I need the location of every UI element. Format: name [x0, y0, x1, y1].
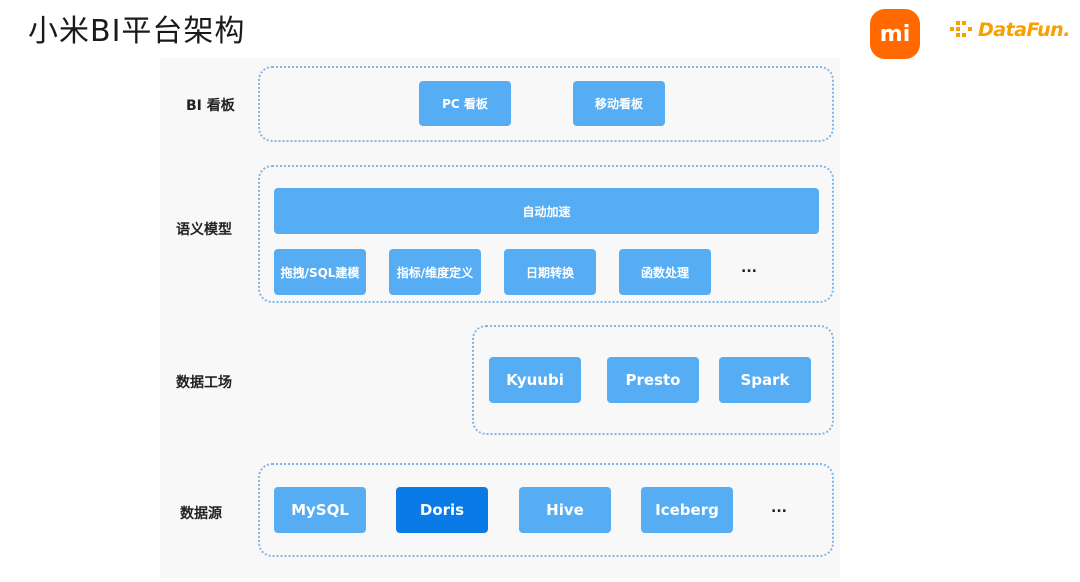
factory-item-kyuubi: Kyuubi	[489, 357, 581, 403]
layer-label-source: 数据源	[180, 506, 222, 522]
factory-item-spark: Spark	[719, 357, 811, 403]
layer-label-factory: 数据工场	[176, 375, 232, 391]
factory-layer-group	[472, 325, 834, 435]
datafun-logo: DataFun.	[950, 14, 1075, 46]
semantic-item-function: 函数处理	[619, 249, 711, 295]
xiaomi-logo-text: mi	[879, 21, 911, 47]
bi-item-pc: PC 看板	[419, 81, 511, 126]
semantic-item-metric-dimension: 指标/维度定义	[389, 249, 481, 295]
semantic-item-drag-sql: 拖拽/SQL建模	[274, 249, 366, 295]
source-layer-group	[258, 463, 834, 557]
factory-item-presto: Presto	[607, 357, 699, 403]
page-title: 小米BI平台架构	[28, 14, 246, 49]
semantic-layer-group	[258, 165, 834, 303]
xiaomi-logo: mi	[870, 9, 920, 59]
source-item-doris: Doris	[396, 487, 488, 533]
semantic-auto-accelerate: 自动加速	[274, 188, 819, 234]
layer-label-bi: BI 看板	[186, 98, 235, 114]
source-item-mysql: MySQL	[274, 487, 366, 533]
source-item-iceberg: Iceberg	[641, 487, 733, 533]
source-more-ellipsis: ...	[771, 500, 787, 516]
datafun-logo-text: DataFun.	[978, 19, 1070, 41]
semantic-item-date-convert: 日期转换	[504, 249, 596, 295]
bi-layer-group	[258, 66, 834, 142]
source-item-hive: Hive	[519, 487, 611, 533]
layer-label-semantic: 语义模型	[176, 222, 232, 238]
semantic-more-ellipsis: ...	[741, 260, 757, 276]
datafun-mark-icon	[950, 21, 972, 37]
bi-item-mobile: 移动看板	[573, 81, 665, 126]
